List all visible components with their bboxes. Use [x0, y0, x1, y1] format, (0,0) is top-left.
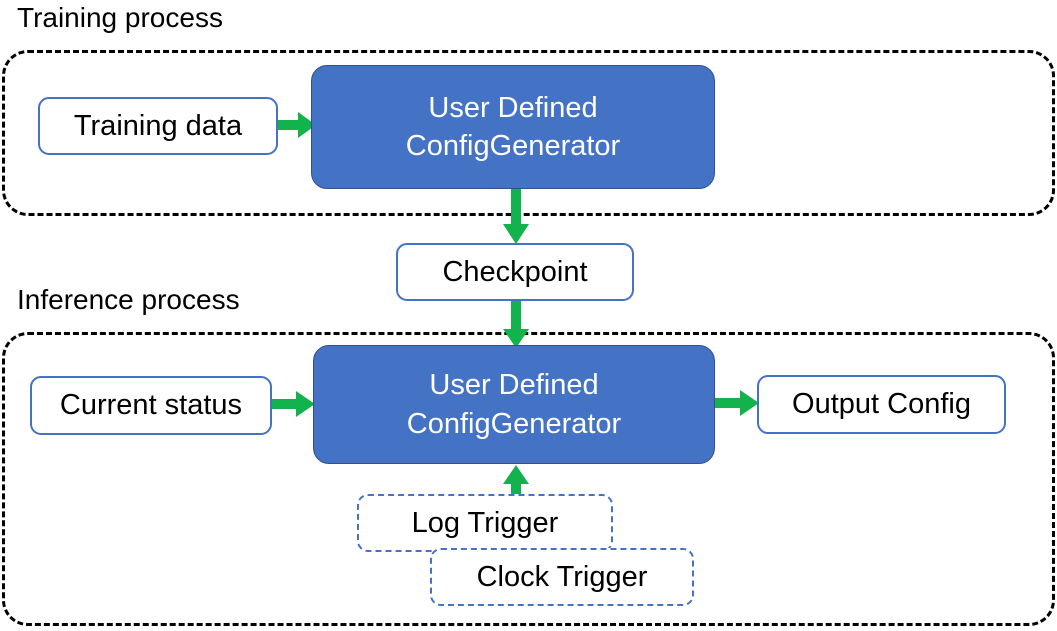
node-generator-inference-line2: ConfigGenerator: [406, 407, 622, 440]
node-current-status-label: Current status: [59, 389, 243, 421]
arrow-training-data-to-generator: [276, 112, 316, 138]
arrow-checkpoint-to-generator: [503, 298, 529, 348]
node-training-data[interactable]: Training data: [38, 97, 278, 155]
node-current-status[interactable]: Current status: [30, 376, 272, 435]
inference-process-container: [2, 332, 1055, 626]
node-output-config-label: Output Config: [792, 388, 971, 420]
node-output-config[interactable]: Output Config: [757, 375, 1006, 434]
node-checkpoint[interactable]: Checkpoint: [396, 243, 634, 301]
node-generator-inference-line1: User Defined: [429, 369, 599, 402]
node-clock-trigger-label: Clock Trigger: [476, 560, 648, 593]
node-checkpoint-label: Checkpoint: [442, 255, 588, 288]
node-log-trigger[interactable]: Log Trigger: [357, 494, 613, 552]
arrow-current-status-to-generator: [271, 391, 315, 417]
arrow-generator-to-output-config: [714, 390, 759, 416]
node-user-defined-config-generator-inference[interactable]: User Defined ConfigGenerator: [313, 345, 715, 464]
node-log-trigger-label: Log Trigger: [411, 506, 559, 539]
node-clock-trigger[interactable]: Clock Trigger: [430, 548, 694, 606]
inference-process-label: Inference process: [17, 284, 240, 315]
training-process-container: [2, 50, 1055, 216]
arrow-trigger-to-generator: [503, 465, 529, 507]
node-user-defined-config-generator-training[interactable]: User Defined ConfigGenerator: [311, 65, 715, 189]
arrow-generator-to-checkpoint: [503, 186, 529, 244]
training-process-label: Training process: [17, 2, 223, 33]
node-generator-training-line1: User Defined: [428, 91, 598, 124]
node-generator-training-line2: ConfigGenerator: [405, 130, 621, 162]
node-training-data-label: Training data: [73, 109, 243, 142]
